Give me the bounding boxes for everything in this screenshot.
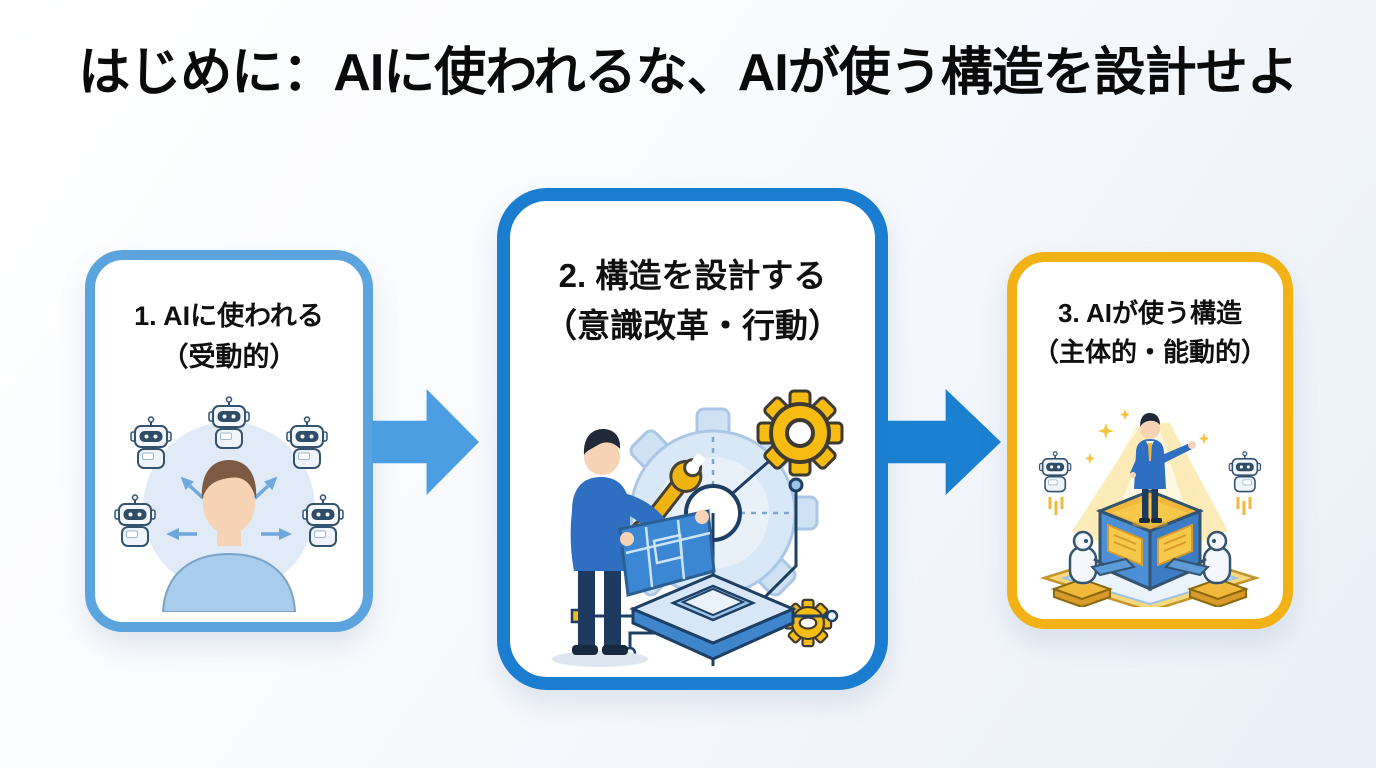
step-1-title: 1. AIに使われる （受動的） (95, 296, 363, 377)
flow-arrow-1-icon (372, 389, 479, 495)
step-1-title-line2: （受動的） (161, 341, 297, 372)
step-1-title-line1: 1. AIに使われる (134, 301, 324, 331)
step-2-title-line2: （意識改革・行動） (544, 306, 841, 344)
slide-title: はじめに：AIに使われるな、AIが使う構造を設計せよ (78, 44, 1298, 102)
hover-robot-left-icon (1038, 450, 1072, 515)
sparkles (1085, 409, 1209, 464)
person-designing-gear-structure-icon (551, 389, 843, 667)
hover-robot-right-icon (1228, 450, 1262, 515)
step-3-title: 3. AIが使う構造 （主体的・能動的） (1017, 294, 1283, 372)
yellow-gear-icon (756, 389, 843, 477)
robot-top-icon (208, 396, 250, 449)
leader-figure (1130, 413, 1196, 528)
blueprint-icon (617, 509, 716, 597)
step-3-title-line1: 3. AIが使う構造 (1058, 298, 1242, 328)
step-2-title: 2. 構造を設計する （意識改革・行動） (510, 251, 875, 350)
step-box-1: 1. AIに使われる （受動的） (85, 250, 373, 632)
step-2-title-line1: 2. 構造を設計する (558, 257, 827, 294)
step-3-title-line2: （主体的・能動的） (1032, 337, 1267, 367)
podium-cube (1095, 489, 1205, 592)
designer-person-figure (551, 429, 716, 667)
flow-arrow-2-icon (888, 389, 1001, 495)
step-box-2: 2. 構造を設計する （意識改革・行動） (497, 188, 888, 690)
worker-robot-left-icon (1051, 530, 1136, 607)
worker-robot-right-icon (1164, 530, 1249, 607)
person-surrounded-by-robots-icon (114, 396, 344, 612)
chip-platform-icon (628, 573, 797, 661)
robot-upper-right-icon (286, 416, 328, 469)
leader-on-podium-with-robots-icon (1038, 409, 1262, 607)
person-figure (161, 460, 297, 612)
step-box-3: 3. AIが使う構造 （主体的・能動的） (1007, 252, 1293, 629)
robot-upper-left-icon (130, 416, 172, 469)
